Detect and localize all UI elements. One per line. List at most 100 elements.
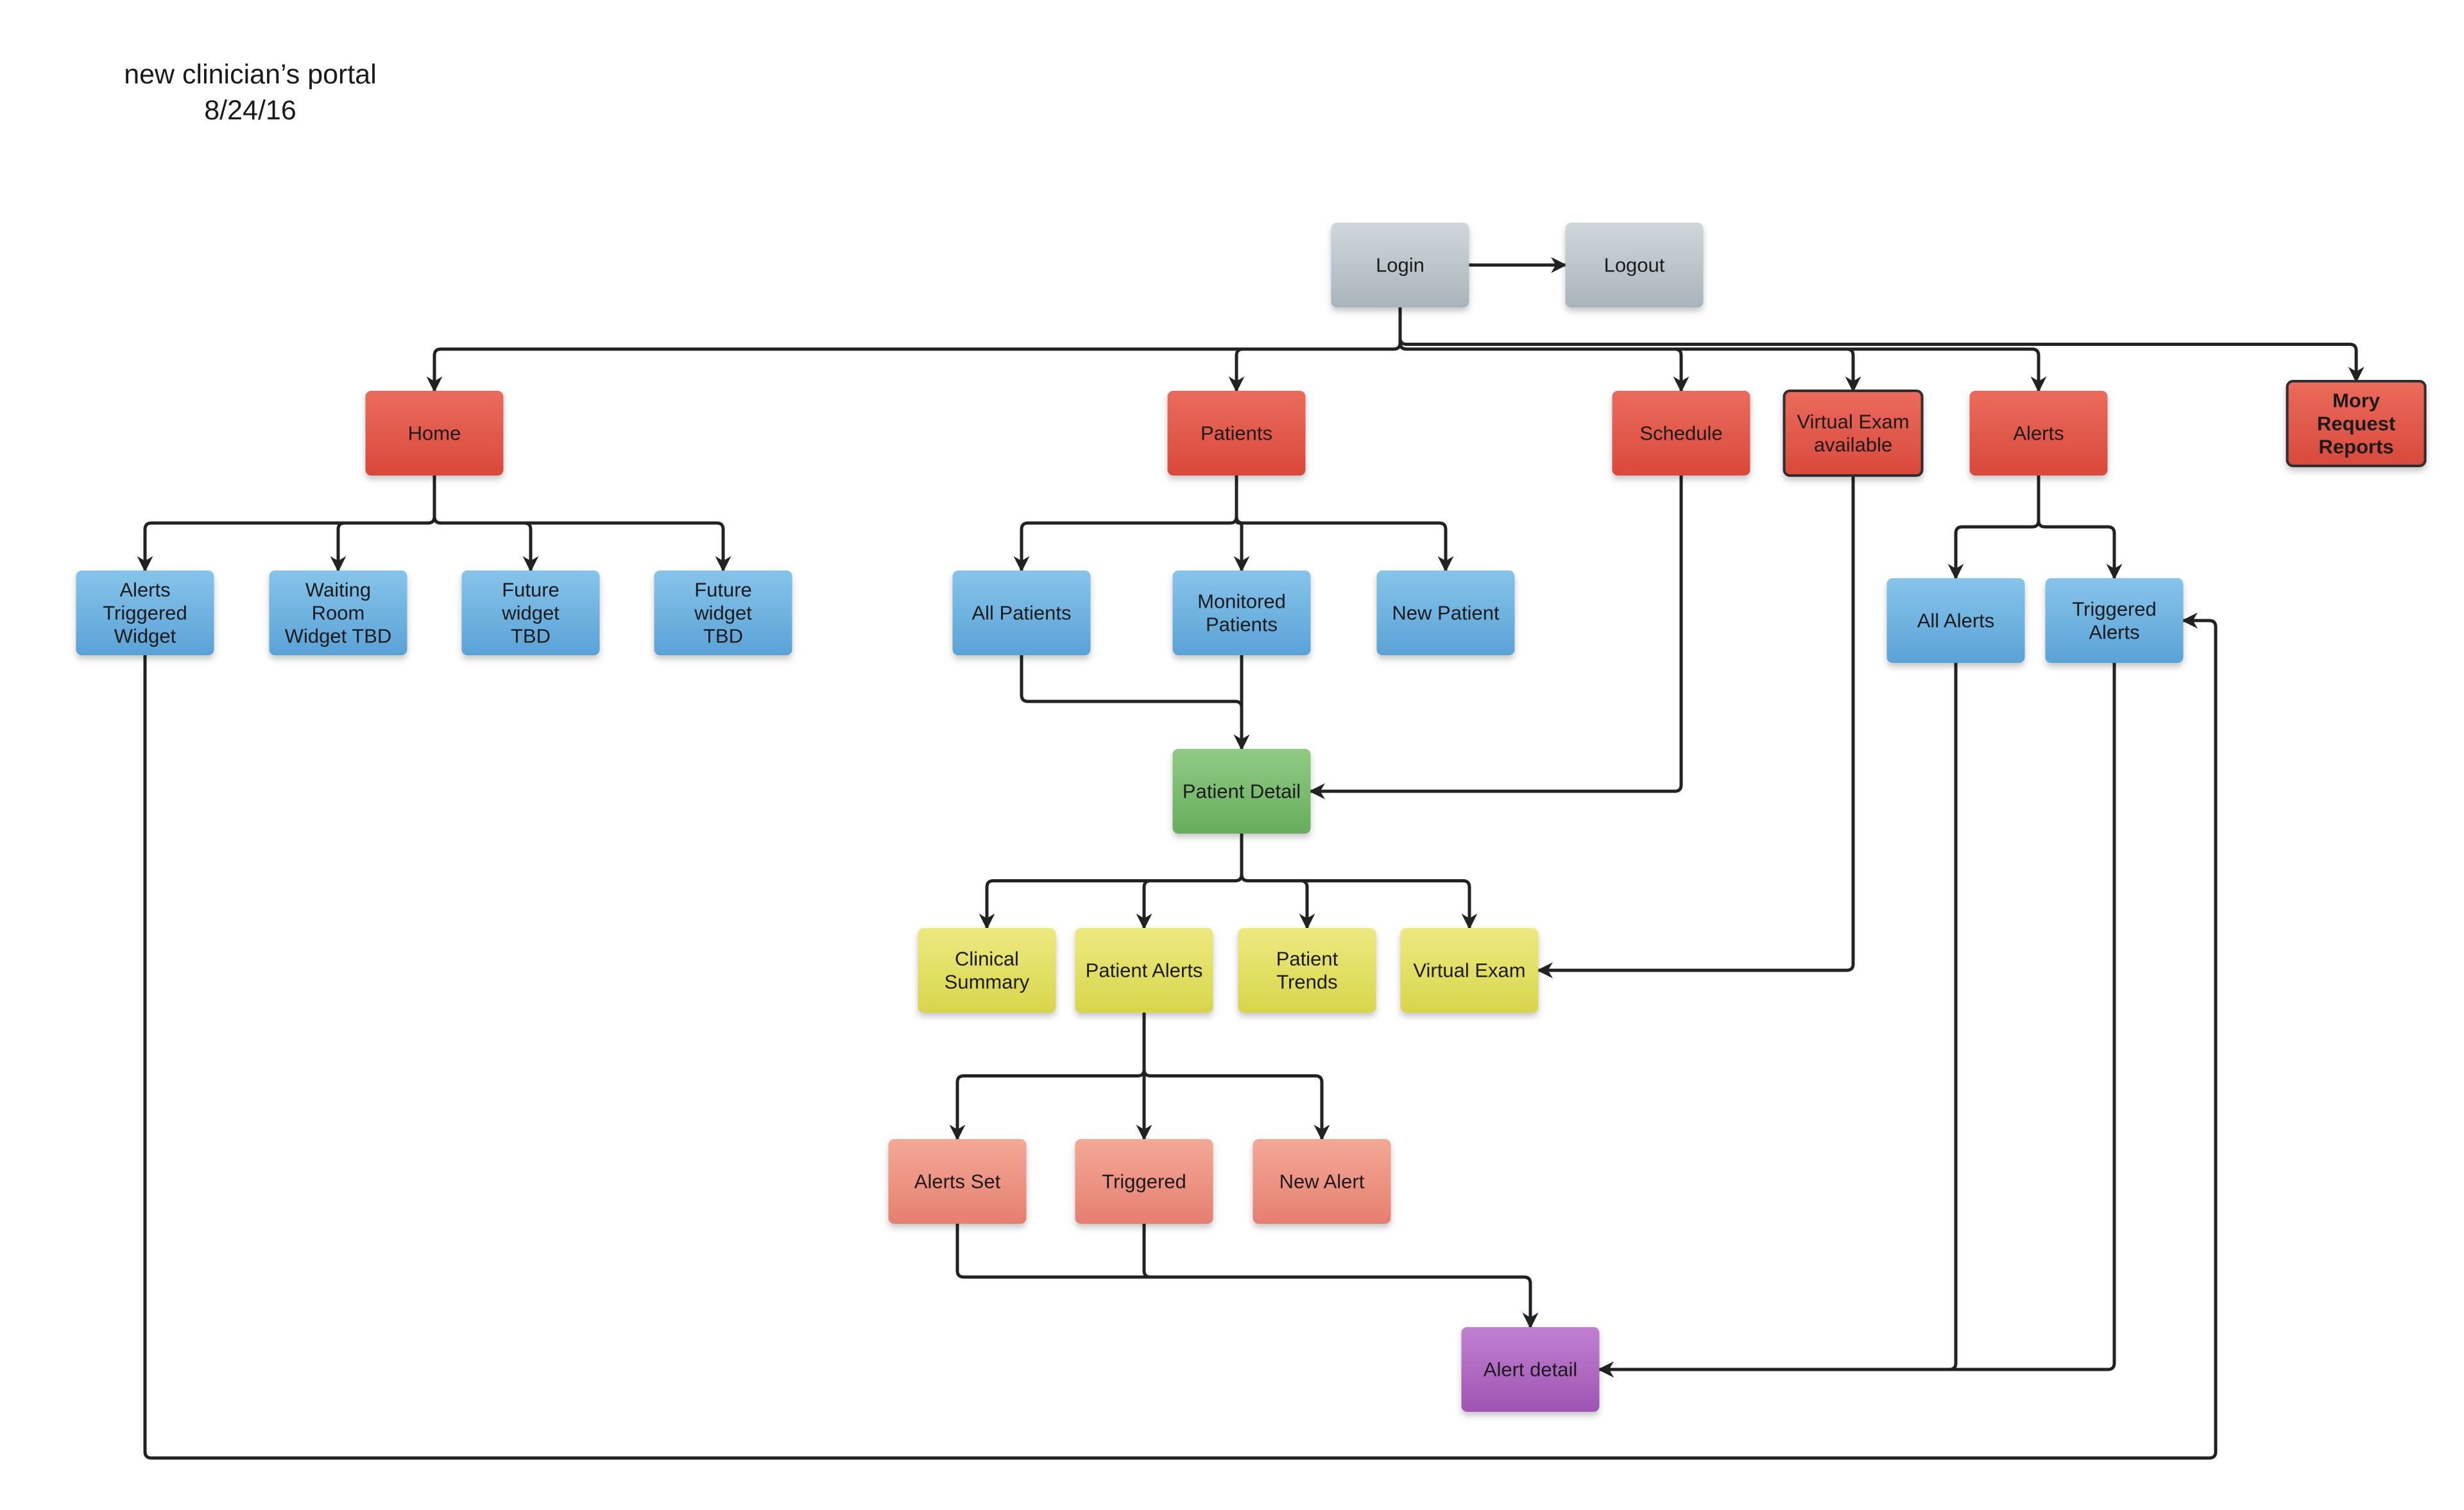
node-schedule[interactable]: Schedule: [1612, 391, 1750, 476]
node-label: TBD: [703, 625, 743, 648]
node-new-alert[interactable]: New Alert: [1253, 1139, 1391, 1224]
node-box-alert-detail[interactable]: [1461, 1327, 1600, 1412]
node-label: Patient: [1276, 948, 1339, 970]
node-box-alerts-triggered-widget[interactable]: [76, 571, 214, 655]
node-box-patient-trends[interactable]: [1238, 928, 1376, 1013]
connector-patients-to-new-patient: [1235, 476, 1454, 572]
connector-patients-to-all-patients: [1013, 476, 1238, 572]
connector-alerts-triggered-widget-to-triggered-alerts: [143, 612, 2218, 1460]
node-label: available: [1814, 434, 1892, 456]
node-box-clinical-summary[interactable]: [918, 928, 1056, 1013]
node-label: Future: [502, 579, 560, 601]
node-patients[interactable]: Patients: [1167, 391, 1306, 476]
connector-patient-detail-to-patient-alerts: [1136, 834, 1244, 930]
node-box-home[interactable]: [365, 391, 504, 476]
node-patient-alerts[interactable]: Patient Alerts: [1075, 928, 1213, 1013]
node-label: Patient Detail: [1183, 780, 1301, 803]
node-login[interactable]: Login: [1331, 223, 1469, 307]
node-box-alerts[interactable]: [1969, 391, 2108, 476]
node-virtual-exam[interactable]: Virtual Exam: [1400, 928, 1539, 1013]
node-label: Alerts: [119, 579, 170, 601]
node-box-new-patient[interactable]: [1376, 571, 1515, 655]
node-box-monitored-patients[interactable]: [1172, 571, 1311, 655]
page-title: new clinician’s portal: [124, 59, 377, 90]
node-alerts[interactable]: Alerts: [1969, 391, 2108, 476]
node-label: Alert detail: [1484, 1359, 1577, 1381]
node-box-login[interactable]: [1331, 223, 1469, 307]
node-box-patient-alerts[interactable]: [1075, 928, 1213, 1013]
node-box-future-widget-2[interactable]: [654, 571, 792, 655]
node-box-alerts-set[interactable]: [888, 1139, 1027, 1224]
node-new-patient[interactable]: New Patient: [1376, 571, 1515, 655]
node-box-triggered-alerts[interactable]: [2045, 578, 2184, 663]
node-box-all-patients[interactable]: [952, 571, 1091, 655]
connector-home-to-future-widget-2: [432, 476, 732, 572]
node-label: Future: [694, 579, 752, 601]
node-label: Alerts Set: [914, 1171, 1001, 1193]
node-label: Widget: [114, 625, 176, 648]
node-alerts-set[interactable]: Alerts Set: [888, 1139, 1027, 1224]
node-label: All Alerts: [1917, 610, 1995, 632]
node-box-future-widget-1[interactable]: [461, 571, 600, 655]
connector-login-to-mory-request-reports: [1398, 307, 2365, 383]
node-label: Room: [312, 602, 365, 624]
node-label: All Patients: [971, 602, 1071, 624]
connector-patient-detail-to-virtual-exam: [1240, 834, 1478, 930]
connector-patient-alerts-to-new-alert: [1142, 1013, 1330, 1141]
node-label: Clinical: [955, 948, 1019, 970]
node-label: Reports: [2318, 436, 2393, 458]
node-label: Schedule: [1639, 422, 1722, 445]
connector-home-to-waiting-room-widget: [330, 476, 436, 572]
node-patient-detail[interactable]: Patient Detail: [1172, 749, 1311, 834]
connector-layer: [137, 257, 2365, 1460]
node-triggered[interactable]: Triggered: [1075, 1139, 1213, 1224]
connector-all-alerts-to-alert-detail: [1598, 663, 1958, 1378]
node-all-patients[interactable]: All Patients: [952, 571, 1091, 655]
node-label: Waiting: [305, 579, 371, 601]
node-box-mory-request-reports[interactable]: [2286, 380, 2427, 467]
node-box-patient-detail[interactable]: [1172, 749, 1311, 834]
node-box-all-alerts[interactable]: [1887, 578, 2025, 663]
node-box-schedule[interactable]: [1612, 391, 1750, 476]
node-all-alerts[interactable]: All Alerts: [1887, 578, 2025, 663]
node-label: Patients: [1201, 422, 1272, 445]
node-label: Triggered: [2072, 598, 2157, 621]
node-home[interactable]: Home: [365, 391, 504, 476]
node-box-virtual-exam[interactable]: [1400, 928, 1539, 1013]
node-box-new-alert[interactable]: [1253, 1139, 1391, 1224]
node-box-patients[interactable]: [1167, 391, 1306, 476]
node-label: Trends: [1276, 971, 1337, 993]
node-label: New Alert: [1279, 1171, 1365, 1193]
node-label: Triggered: [1102, 1171, 1186, 1193]
node-label: Mory: [2332, 390, 2381, 412]
node-label: widget: [694, 602, 752, 624]
node-label: Monitored: [1197, 590, 1286, 613]
node-alert-detail[interactable]: Alert detail: [1461, 1327, 1600, 1412]
node-box-waiting-room-widget[interactable]: [269, 571, 407, 655]
node-box-logout[interactable]: [1565, 223, 1704, 307]
node-box-triggered[interactable]: [1075, 1139, 1213, 1224]
node-label: Patients: [1206, 613, 1278, 636]
connector-triggered-to-alert-detail: [1142, 1224, 1539, 1329]
node-label: widget: [501, 602, 560, 624]
node-label: Virtual Exam: [1413, 959, 1525, 982]
connector-all-patients-to-patient-detail: [1020, 655, 1250, 751]
connector-alerts-to-triggered-alerts: [2037, 476, 2123, 580]
node-label: Virtual Exam: [1797, 411, 1909, 433]
node-label: Triggered: [103, 602, 187, 624]
connector-login-to-alerts: [1398, 307, 2047, 393]
connector-schedule-to-patient-detail: [1309, 476, 1683, 800]
node-box-virtual-exam-available[interactable]: [1783, 390, 1924, 477]
node-logout[interactable]: Logout: [1565, 223, 1704, 307]
